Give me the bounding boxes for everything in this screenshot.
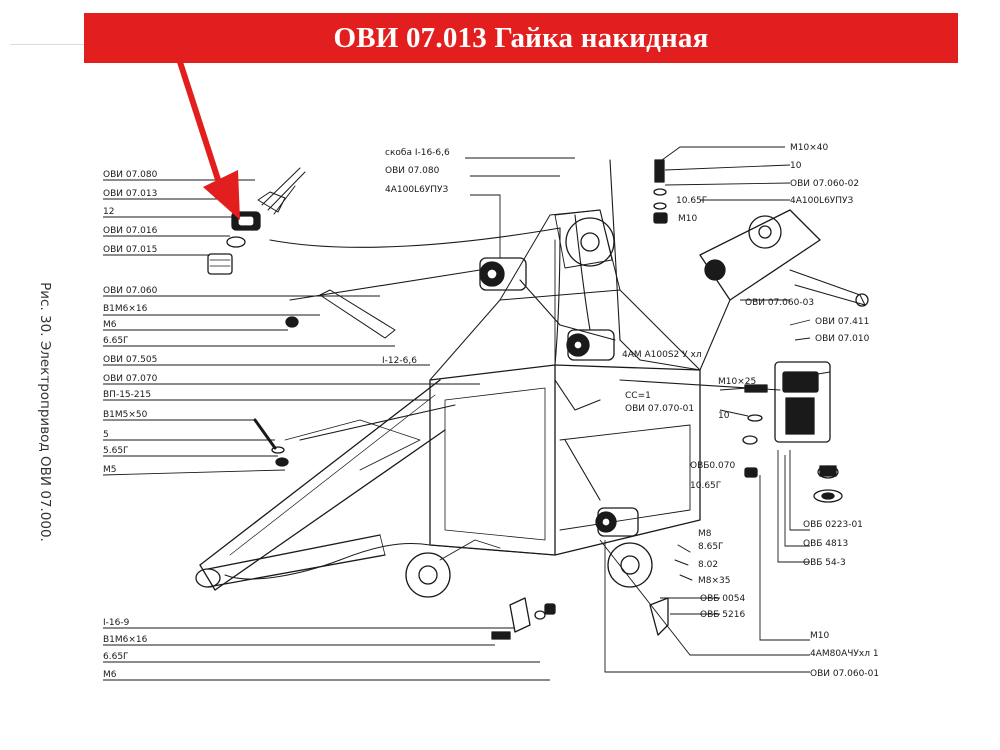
label-motor-4am-a100: 4АМ А100S2 У хл (622, 350, 702, 360)
label-ovi-07-010: ОВИ 07.010 (815, 334, 870, 344)
motor-upper-left (479, 257, 527, 291)
figure-caption: Рис. 30. Электропривод ОВИ 07.000. (37, 282, 53, 542)
motor-lower (595, 507, 639, 537)
part-labels: ОВИ 07.080 ОВИ 07.013 12 ОВИ 07.016 ОВИ … (103, 143, 879, 680)
label-m5: М5 (103, 465, 117, 475)
label-ovb-54-3: ОВБ 54-3 (803, 558, 846, 568)
wheel-right (607, 542, 653, 588)
label-ovi-07-505: ОВИ 07.505 (103, 355, 157, 365)
label-b1m5x50: В1М5×50 (103, 410, 148, 420)
label-ovi-07-016: ОВИ 07.016 (103, 226, 158, 236)
label-motor-4am80: 4АМ80АЧУхл 1 (810, 649, 879, 659)
callout-arrow (177, 59, 240, 220)
label-ovi-07-060-02: ОВИ 07.060-02 (790, 179, 859, 189)
label-ovi-07-070-01: ОВИ 07.070-01 (625, 404, 694, 414)
label-ovi-07-060-01: ОВИ 07.060-01 (810, 669, 879, 679)
label-ovb-5216: ОВБ 5216 (700, 610, 745, 620)
label-5: 5 (103, 430, 109, 440)
label-ovi-07-015: ОВИ 07.015 (103, 245, 157, 255)
label-ovb-4813: ОВБ 4813 (803, 539, 848, 549)
label-ovb-0054: ОВБ 0054 (700, 594, 745, 604)
label-i-12-6-6: I-12-6,6 (382, 356, 417, 366)
label-motor-4a100-right: 4А100L6УПУЗ (790, 196, 854, 206)
label-ovi-07-080-top: ОВИ 07.080 (385, 166, 440, 176)
top-rule (10, 44, 90, 45)
label-10-65g-mid: 10.65Г (690, 481, 721, 491)
label-ovi-07-013: ОВИ 07.013 (103, 189, 157, 199)
conveyor-boom (199, 379, 446, 591)
hardware-bottom (491, 544, 693, 640)
label-b1m6x16: В1М6×16 (103, 304, 148, 314)
label-m8: М8 (698, 529, 712, 539)
label-m10x25: М10×25 (718, 377, 756, 387)
label-12: 12 (103, 207, 114, 217)
label-6-65g-bottom: 6.65Г (103, 652, 129, 662)
label-skoba: скоба I-16-6,6 (385, 148, 450, 158)
label-10-top: 10 (790, 161, 802, 171)
label-m10-top: М10 (678, 214, 697, 224)
leader-lines (102, 146, 811, 681)
label-8-65g: 8.65Г (698, 542, 724, 552)
motor-center (566, 329, 615, 361)
chute (195, 534, 386, 588)
label-ovb0-070: ОВБ0.070 (690, 461, 735, 471)
label-ovb-0223-01: ОВБ 0223-01 (803, 520, 863, 530)
label-m10-bottom: М10 (810, 631, 829, 641)
label-m6: М6 (103, 320, 117, 330)
control-box (774, 361, 831, 443)
label-5-65g: 5.65Г (103, 446, 129, 456)
label-b1m6x16-bottom: В1М6×16 (103, 635, 148, 645)
hardware-top-right (653, 159, 668, 224)
hardware-mid-right (742, 384, 768, 478)
label-ovi-07-411: ОВИ 07.411 (815, 317, 869, 327)
title-banner: ОВИ 07.013 Гайка накидная (84, 13, 958, 63)
label-motor-4a100-left: 4А100L6УПУЗ (385, 185, 449, 195)
label-ovi-07-060: ОВИ 07.060 (103, 286, 158, 296)
wheel-left (405, 552, 451, 598)
right-drive-unit (699, 209, 869, 307)
label-m8x35: М8×35 (698, 576, 730, 586)
label-6-65g: 6.65Г (103, 336, 129, 346)
upper-pulley-unit (554, 209, 615, 269)
label-cc-1: СС=1 (625, 391, 651, 401)
label-m6-bottom: М6 (103, 670, 117, 680)
fuse-parts (813, 465, 843, 503)
label-10-mid: 10 (718, 411, 730, 421)
label-vp-15-215: ВП-15-215 (103, 390, 151, 400)
label-8-02: 8.02 (698, 560, 718, 570)
hardware-left (253, 289, 396, 467)
page-title: ОВИ 07.013 Гайка накидная (333, 21, 709, 54)
label-i-16-9: I-16-9 (103, 618, 130, 628)
label-10-65g-top: 10.65Г (676, 196, 707, 206)
label-ovi-07-060-03: ОВИ 07.060-03 (745, 298, 814, 308)
label-m10x40: М10×40 (790, 143, 828, 153)
label-ovi-07-080: ОВИ 07.080 (103, 170, 158, 180)
label-ovi-07-070: ОВИ 07.070 (103, 374, 158, 384)
cables (269, 159, 781, 501)
